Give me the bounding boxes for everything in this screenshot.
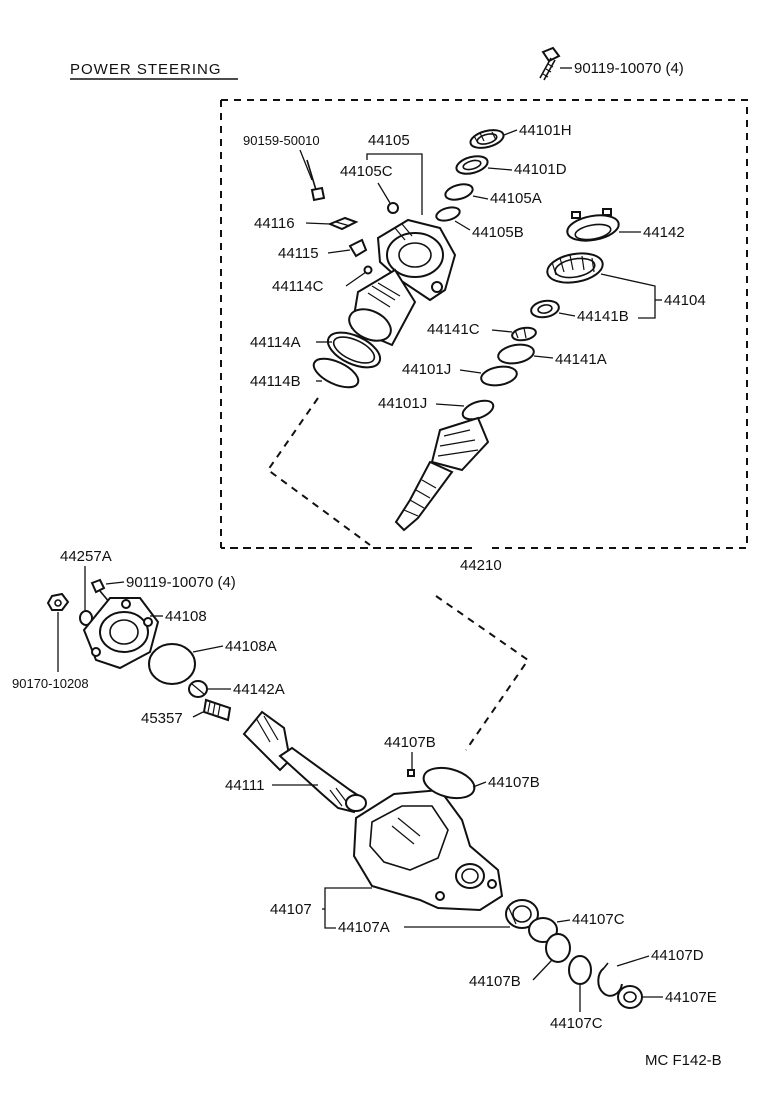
- locknut-44142: [566, 208, 620, 242]
- label-90170-10208: 90170-10208: [12, 676, 89, 691]
- worm-shaft-44101J: [394, 399, 495, 532]
- oring-44107B-lower: [545, 933, 571, 963]
- oring-44105A: [444, 183, 474, 201]
- washer-44101D-inner: [462, 159, 482, 171]
- clip-44116: [327, 216, 359, 231]
- assembly-44210-box: [221, 99, 748, 549]
- diagram-title: POWER STEERING: [70, 61, 222, 78]
- label-44257A: 44257A: [60, 548, 112, 565]
- seal-ring-44114A: [326, 331, 382, 369]
- nut-44101H: [469, 129, 505, 149]
- oring-44107B-upper: [422, 766, 476, 800]
- pin-44114C: [363, 265, 373, 275]
- label-44107B-lower: 44107B: [469, 973, 521, 990]
- label-44107: 44107: [270, 901, 312, 918]
- ball-44105C: [387, 202, 399, 214]
- label-44108A: 44108A: [225, 638, 277, 655]
- valve-body-cylinder: [348, 268, 417, 347]
- bearing-44141C: [511, 326, 537, 342]
- label-90119-10070-top: 90119-10070 (4): [574, 60, 684, 77]
- ring-44101J-upper: [480, 365, 518, 387]
- pin-44115: [348, 238, 368, 258]
- label-44114B: 44114B: [250, 373, 301, 390]
- label-44107C-lower: 44107C: [550, 1015, 603, 1032]
- nut-90170-10208: [46, 592, 70, 611]
- label-44141C: 44141C: [427, 321, 480, 338]
- label-44107C-upper: 44107C: [572, 911, 625, 928]
- label-44107D: 44107D: [651, 947, 704, 964]
- figure-code: MC F142-B: [645, 1052, 722, 1069]
- label-44107E: 44107E: [665, 989, 717, 1006]
- label-44141A: 44141A: [555, 351, 607, 368]
- label-44116: 44116: [254, 215, 295, 232]
- label-44108: 44108: [165, 608, 207, 625]
- label-44142: 44142: [643, 224, 685, 241]
- valve-housing-44105: [376, 218, 457, 302]
- label-44115: 44115: [278, 245, 319, 262]
- label-44142A: 44142A: [233, 681, 285, 698]
- bolt-90119-top: [539, 46, 572, 81]
- locknut-44142A: [188, 680, 208, 698]
- label-44114C: 44114C: [272, 278, 324, 295]
- label-44101J-upper: 44101J: [402, 361, 451, 378]
- oring-44108A: [148, 643, 196, 685]
- gear-housing-44107: [352, 788, 504, 912]
- washer-44257A: [79, 610, 93, 626]
- label-90119-10070-side: 90119-10070 (4): [126, 574, 236, 591]
- label-44107B-top: 44107B: [384, 734, 436, 751]
- seal-ring-44114A-inner: [332, 336, 376, 364]
- label-45357: 45357: [141, 710, 183, 727]
- label-44101H: 44101H: [519, 122, 572, 139]
- sector-shaft-44111: [242, 710, 367, 814]
- bearing-race-44141B: [530, 299, 560, 319]
- label-44105C: 44105C: [340, 163, 393, 180]
- label-44141B: 44141B: [577, 308, 629, 325]
- label-44210: 44210: [460, 557, 502, 574]
- washer-44101D: [455, 155, 489, 175]
- seal-44107C-upper: [528, 917, 558, 943]
- cover-44108: [82, 597, 160, 670]
- plug-44107B: [407, 769, 415, 777]
- dashed-link-lower: [435, 595, 530, 751]
- label-44111: 44111: [225, 777, 265, 794]
- adjust-screw-45357: [202, 698, 232, 722]
- dashed-link-upper: [266, 397, 371, 546]
- bearing-44104: [546, 252, 604, 284]
- dust-seal-44107E: [617, 985, 643, 1009]
- label-44101D: 44101D: [514, 161, 567, 178]
- ring-44107C-lower: [568, 955, 592, 985]
- seal-44105B: [435, 206, 461, 222]
- label-44101J-lower: 44101J: [378, 395, 427, 412]
- label-44107B-right: 44107B: [488, 774, 540, 791]
- label-44105B: 44105B: [472, 224, 524, 241]
- label-44104: 44104: [664, 292, 706, 309]
- label-44105: 44105: [368, 132, 410, 149]
- label-44107A: 44107A: [338, 919, 390, 936]
- snap-ring-44107D: [597, 962, 623, 997]
- bearing-44107A: [505, 899, 539, 929]
- oring-44114B: [312, 357, 360, 389]
- label-44105A: 44105A: [490, 190, 542, 207]
- label-44114A: 44114A: [250, 334, 301, 351]
- label-90159-50010: 90159-50010: [243, 133, 320, 148]
- ring-44141A: [497, 343, 535, 365]
- screw-90159-50010: [306, 159, 326, 202]
